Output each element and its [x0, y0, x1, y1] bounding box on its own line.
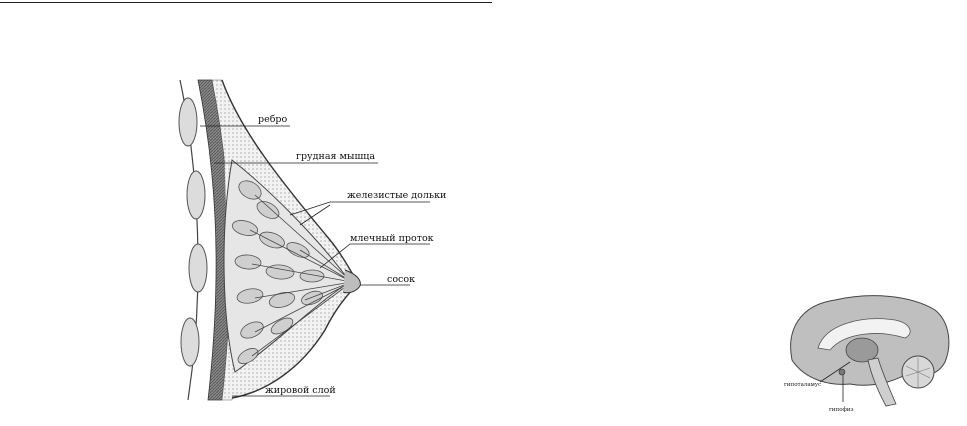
- leader-lines: [200, 125, 430, 397]
- milk-ducts: [249, 194, 353, 357]
- brain-leader-lines: [819, 361, 851, 402]
- brain-stem: [867, 357, 897, 407]
- cerebellum: [901, 355, 935, 389]
- brain-diagram: гипоталамус гипофиз: [784, 295, 950, 413]
- top-rule-line: [0, 2, 492, 3]
- nipple-shape: [342, 269, 361, 294]
- thalamus: [845, 337, 879, 363]
- pituitary-shape: [838, 368, 846, 376]
- corpus-callosum: [817, 318, 911, 351]
- label-nipple: сосок: [387, 274, 415, 285]
- label-pituitary: гипофиз: [829, 406, 854, 413]
- label-hypothalamus: гипоталамус: [784, 382, 821, 388]
- lobules: [231, 180, 325, 364]
- label-rib: ребро: [258, 114, 288, 125]
- label-glandular-lobules: железистые дольки: [347, 190, 446, 201]
- label-pectoral-muscle: грудная мышца: [296, 151, 375, 162]
- breast-diagram: ребро грудная мышца железистые дольки мл…: [178, 79, 446, 401]
- label-milk-duct: млечный проток: [350, 233, 434, 244]
- label-fat-layer: жировой слой: [265, 385, 336, 396]
- ribs: [178, 97, 208, 367]
